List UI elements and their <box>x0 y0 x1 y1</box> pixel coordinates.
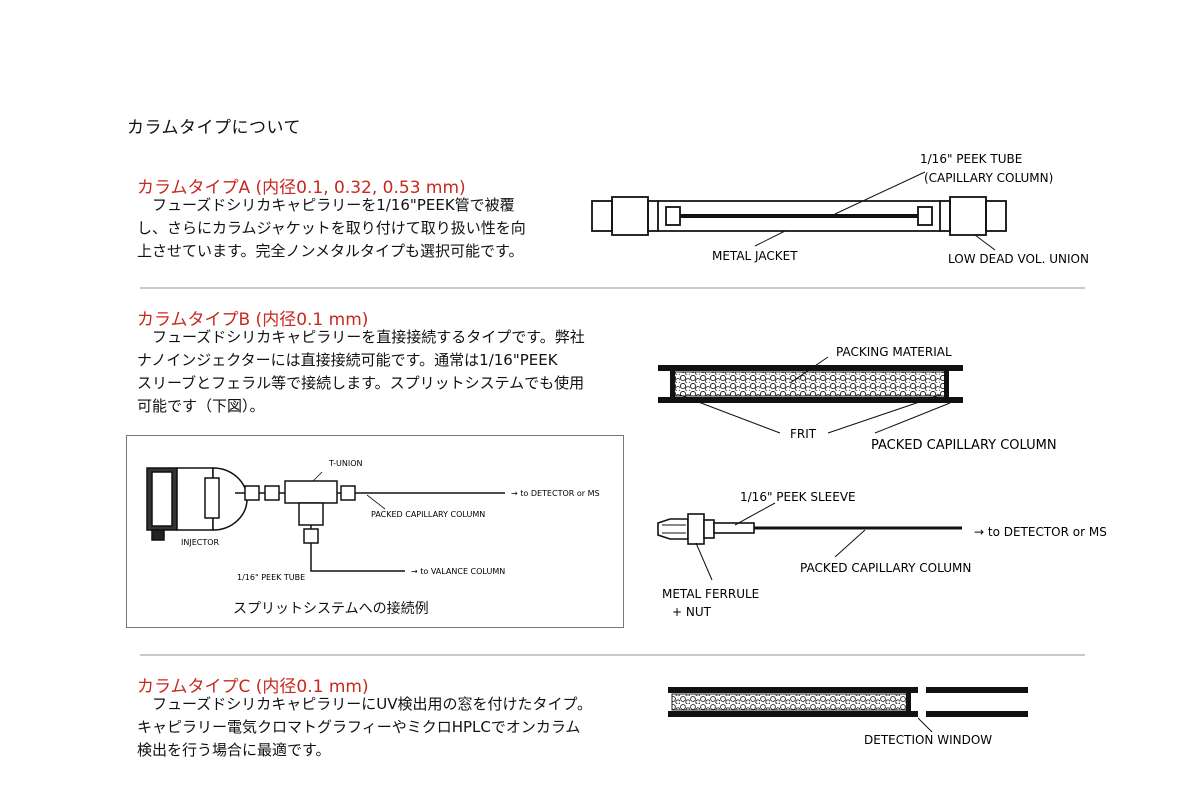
section-a-line-1: フューズドシリカキャピラリーを1/16"PEEK管で被覆 <box>137 196 515 214</box>
split-packed-column-label: PACKED CAPILLARY COLUMN <box>371 510 485 519</box>
packing-material-label: PACKING MATERIAL <box>836 345 952 359</box>
section-c-title: カラムタイプC (内径0.1 mm) <box>137 677 369 697</box>
metal-jacket-label: METAL JACKET <box>712 249 798 263</box>
section-divider-1 <box>140 287 1085 289</box>
sleeve-ferrule-diagram: 1/16" PEEK SLEEVE → to DETECTOR or MS PA… <box>657 490 1107 619</box>
t-union-label: T-UNION <box>328 459 363 468</box>
column-c-diagram: DETECTION WINDOW <box>668 687 1028 747</box>
split-system-diagram: T-UNION → to DETECTOR or MS PACKED CAPIL… <box>146 459 600 582</box>
to-valance-column-label: → to VALANCE COLUMN <box>411 567 505 576</box>
section-divider-2 <box>140 654 1085 656</box>
capillary-column-label: (CAPILLARY COLUMN) <box>924 171 1053 185</box>
packed-capillary-column-label: PACKED CAPILLARY COLUMN <box>871 438 1057 453</box>
section-b-line-1: フューズドシリカキャピラリーを直接接続するタイプです。弊社 <box>137 328 585 346</box>
section-a-line-3: 上させています。完全ノンメタルタイプも選択可能です。 <box>137 242 524 260</box>
split-system-caption: スプリットシステムへの接続例 <box>233 601 429 617</box>
section-b-line-4: 可能です（下図）。 <box>137 397 265 415</box>
page-title: カラムタイプについて <box>127 118 301 138</box>
peek-tube-label: 1/16" PEEK TUBE <box>920 152 1022 166</box>
frit-label: FRIT <box>790 427 817 441</box>
low-dead-vol-union-label: LOW DEAD VOL. UNION <box>948 252 1089 266</box>
section-c-line-2: キャピラリー電気クロマトグラフィーやミクロHPLCでオンカラム <box>137 718 581 736</box>
section-a-line-2: し、さらにカラムジャケットを取り付けて取り扱い性を向 <box>137 219 526 237</box>
split-to-detector-label: → to DETECTOR or MS <box>511 489 600 498</box>
metal-ferrule-label: METAL FERRULE <box>662 587 759 601</box>
peek-sleeve-label: 1/16" PEEK SLEEVE <box>740 490 856 504</box>
split-system-figure: T-UNION → to DETECTOR or MS PACKED CAPIL… <box>126 435 624 628</box>
split-peek-tube-label: 1/16" PEEK TUBE <box>237 573 305 582</box>
packed-capillary-column-label-2: PACKED CAPILLARY COLUMN <box>800 561 971 575</box>
section-b-title: カラムタイプB (内径0.1 mm) <box>137 310 369 330</box>
injector-label: INJECTOR <box>181 538 220 547</box>
section-b-line-2: ナノインジェクターには直接接続可能です。通常は1/16"PEEK <box>137 351 558 369</box>
section-c-line-1: フューズドシリカキャピラリーにUV検出用の窓を付けたタイプ。 <box>137 695 593 713</box>
section-a-title: カラムタイプA (内径0.1, 0.32, 0.53 mm) <box>137 178 466 198</box>
packed-column-diagram: PACKING MATERIAL FRIT PACKED CAPILLARY C… <box>658 345 1057 453</box>
column-a-diagram: 1/16" PEEK TUBE (CAPILLARY COLUMN) METAL… <box>591 152 1089 266</box>
section-c-line-3: 検出を行う場合に最適です。 <box>137 741 331 759</box>
detection-window-label: DETECTION WINDOW <box>864 733 992 747</box>
section-b-line-3: スリーブとフェラル等で接続します。スプリットシステムでも使用 <box>137 374 585 392</box>
to-detector-label: → to DETECTOR or MS <box>974 525 1107 539</box>
nut-label: + NUT <box>672 605 712 619</box>
